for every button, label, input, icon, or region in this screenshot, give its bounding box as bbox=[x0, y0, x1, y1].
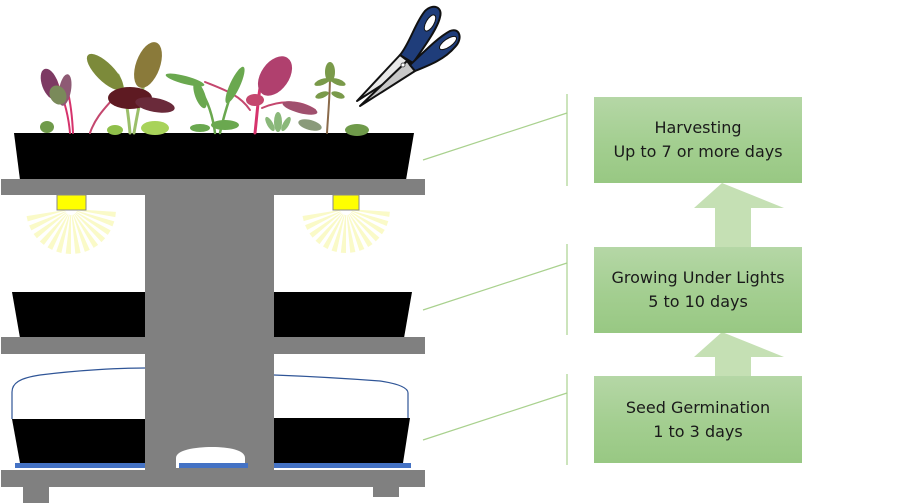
scissors-icon bbox=[356, 5, 461, 107]
stage-name: Seed Germination bbox=[625, 397, 771, 417]
light-ray bbox=[75, 212, 106, 243]
grow-light-left bbox=[26, 194, 116, 254]
microgreens-plants bbox=[40, 42, 369, 136]
light-ray bbox=[351, 210, 389, 227]
light-ray bbox=[75, 211, 111, 235]
arrow-up-icon bbox=[694, 183, 784, 248]
rack-center-post bbox=[145, 180, 274, 480]
light-ray bbox=[76, 209, 116, 218]
stage-name: Harvesting bbox=[654, 118, 742, 137]
bottom-shelf bbox=[1, 470, 425, 487]
stage-duration: Up to 7 or more days bbox=[613, 142, 783, 161]
light-ray bbox=[76, 210, 115, 227]
light-ray bbox=[74, 213, 99, 248]
grow-light-right bbox=[302, 194, 390, 253]
connector-growing bbox=[422, 262, 568, 311]
middle-tray-left bbox=[12, 292, 145, 338]
center-cutout bbox=[176, 447, 245, 468]
light-ray bbox=[346, 214, 356, 253]
stage-duration: 1 to 3 days bbox=[653, 421, 743, 441]
light-ray bbox=[323, 214, 344, 249]
top-shelf bbox=[1, 179, 425, 195]
middle-tray-right bbox=[274, 292, 412, 338]
light-ray bbox=[340, 214, 346, 253]
light-ray bbox=[65, 214, 71, 254]
stage-box-germination: Seed Germination 1 to 3 days bbox=[594, 376, 802, 463]
top-tray bbox=[14, 133, 414, 180]
light-ray bbox=[47, 214, 69, 250]
light-ray bbox=[305, 211, 341, 230]
light-ray bbox=[39, 213, 68, 245]
light-ray bbox=[26, 209, 66, 222]
light-ray bbox=[71, 214, 81, 254]
middle-shelf bbox=[1, 337, 425, 354]
connector-harvesting bbox=[422, 112, 568, 161]
heat-mat-left bbox=[15, 463, 145, 468]
bottom-tray-left bbox=[12, 419, 145, 463]
foot-right bbox=[373, 486, 399, 497]
light-ray bbox=[315, 213, 343, 245]
connector-germination bbox=[422, 392, 568, 441]
light-ray bbox=[29, 211, 66, 231]
light-ray bbox=[309, 212, 342, 238]
light-ray bbox=[33, 212, 67, 239]
stage-duration: 5 to 10 days bbox=[648, 292, 748, 311]
light-ray bbox=[347, 214, 365, 251]
light-ray bbox=[350, 211, 385, 235]
stage-name: Growing Under Lights bbox=[611, 268, 785, 287]
foot-left bbox=[23, 486, 49, 503]
germination-dome-right bbox=[273, 374, 409, 419]
arrow-up-icon bbox=[694, 332, 784, 378]
light-ray bbox=[302, 209, 341, 222]
light-ray bbox=[351, 209, 390, 217]
light-ray bbox=[72, 214, 90, 252]
heat-mat-right bbox=[274, 463, 411, 468]
light-ray bbox=[331, 214, 345, 252]
bottom-tray-right bbox=[274, 418, 410, 463]
germination-dome-left bbox=[11, 367, 146, 419]
stage-box-harvesting: Harvesting Up to 7 or more days bbox=[594, 97, 802, 183]
light-ray bbox=[350, 212, 380, 242]
light-ray bbox=[349, 213, 373, 248]
stage-box-growing: Growing Under Lights 5 to 10 days bbox=[594, 247, 802, 333]
light-ray bbox=[56, 214, 70, 253]
heat-mat-center bbox=[179, 463, 248, 468]
connectors bbox=[422, 94, 568, 465]
